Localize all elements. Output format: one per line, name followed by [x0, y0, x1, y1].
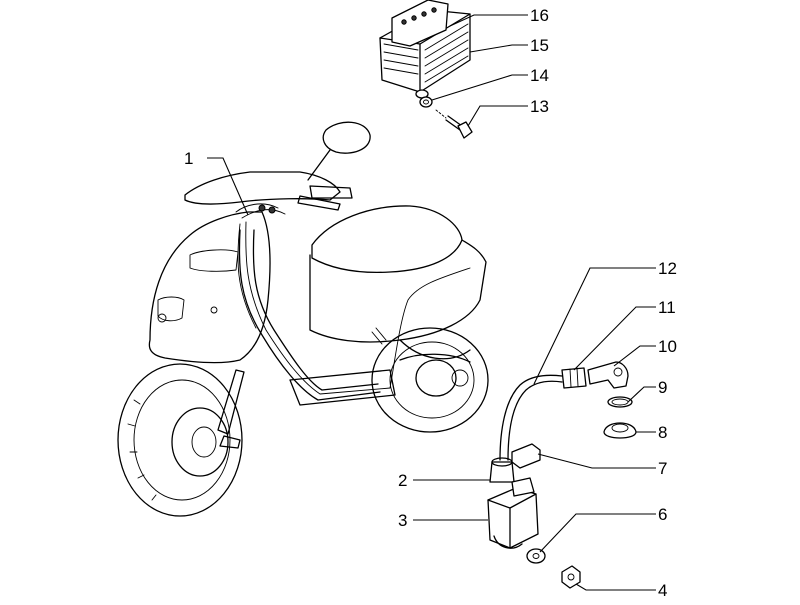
front-body	[148, 211, 271, 364]
scooter-drawing	[117, 121, 489, 517]
label-part-15: 15	[530, 36, 549, 55]
screw-13	[445, 115, 473, 139]
label-part-14: 14	[530, 66, 549, 85]
label-part-10: 10	[658, 337, 677, 356]
clip-7	[511, 443, 541, 469]
seat	[311, 205, 463, 274]
label-part-9: 9	[658, 378, 667, 397]
frame-tube	[238, 229, 381, 401]
rear-wheel	[371, 327, 489, 433]
front-wheel	[117, 363, 243, 517]
label-part-3: 3	[398, 511, 407, 530]
floorboard	[289, 369, 396, 406]
nut-4	[561, 565, 581, 589]
front-fork	[217, 369, 245, 435]
label-part-12: 12	[658, 259, 677, 278]
part-labels: 1 2 3 4 6 7 8 9 10 11 12 13 14 15 16	[184, 6, 677, 600]
ht-lead	[499, 374, 563, 461]
voltage-regulator	[379, 0, 471, 93]
label-part-8: 8	[658, 423, 667, 442]
leader-lines	[207, 14, 656, 591]
washer-6	[526, 548, 546, 564]
ignition-coil	[487, 477, 539, 549]
label-part-4: 4	[658, 581, 667, 600]
nut-14	[419, 96, 433, 108]
mirror	[322, 121, 371, 154]
spark-plug-cap	[587, 361, 629, 389]
label-part-16: 16	[530, 6, 549, 25]
connector-11	[561, 367, 587, 389]
label-part-6: 6	[658, 505, 667, 524]
boot-2	[489, 457, 515, 483]
label-part-7: 7	[658, 459, 667, 478]
label-part-11: 11	[658, 298, 676, 317]
label-part-2: 2	[398, 471, 407, 490]
label-part-13: 13	[530, 97, 549, 116]
rear-body	[309, 239, 487, 343]
wiring-harness	[245, 221, 471, 395]
label-part-1: 1	[184, 149, 193, 168]
grommet-8	[603, 422, 637, 439]
